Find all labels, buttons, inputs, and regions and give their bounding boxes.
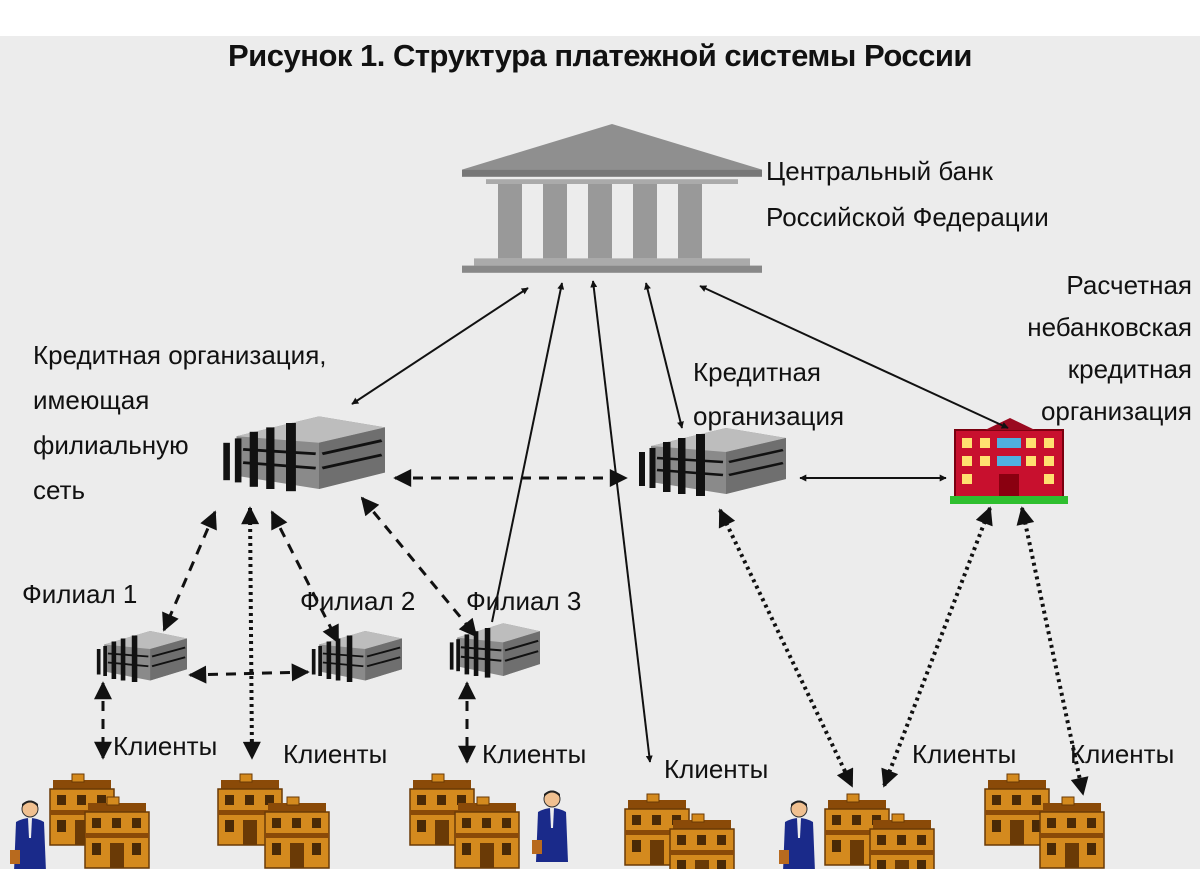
arrow-branch3-to-cb xyxy=(492,283,562,622)
solid-arrows xyxy=(352,281,1008,762)
branch-3-building xyxy=(450,623,540,677)
arrow-org-to-branch1 xyxy=(164,512,215,630)
arrow-credit-org-to-clients xyxy=(720,510,852,786)
arrow-nonbank-to-clients-right xyxy=(1022,508,1083,794)
arrow-org-to-branch3 xyxy=(362,498,476,636)
client-house xyxy=(1040,797,1104,868)
arrow-org-to-branch2 xyxy=(272,512,338,642)
client-house xyxy=(85,797,149,868)
branch-1-building xyxy=(97,631,187,682)
nonbank-org-building xyxy=(950,418,1068,504)
client-house xyxy=(870,814,934,869)
client-person xyxy=(779,801,815,869)
arrow-nonbank-to-clients-left xyxy=(884,508,990,786)
client-house xyxy=(265,797,329,868)
credit-org-building xyxy=(639,428,786,496)
arrow-cb-to-clients xyxy=(593,281,650,762)
branch-2-building xyxy=(312,631,402,682)
client-person xyxy=(10,801,46,869)
client-house xyxy=(455,797,519,868)
arrow-org-to-clients xyxy=(250,508,252,758)
credit-org-branch-network-building xyxy=(223,416,385,491)
arrow-cb-to-nonbank-org xyxy=(700,286,1008,428)
arrow-cb-to-credit-org xyxy=(646,283,682,428)
client-house xyxy=(670,814,734,869)
arrow-cb-to-branch-network-org xyxy=(352,288,528,404)
client-person xyxy=(532,791,568,863)
central-bank-building xyxy=(462,124,762,273)
arrow-branch1-to-branch2 xyxy=(190,672,308,675)
dashed-arrows xyxy=(103,478,626,762)
